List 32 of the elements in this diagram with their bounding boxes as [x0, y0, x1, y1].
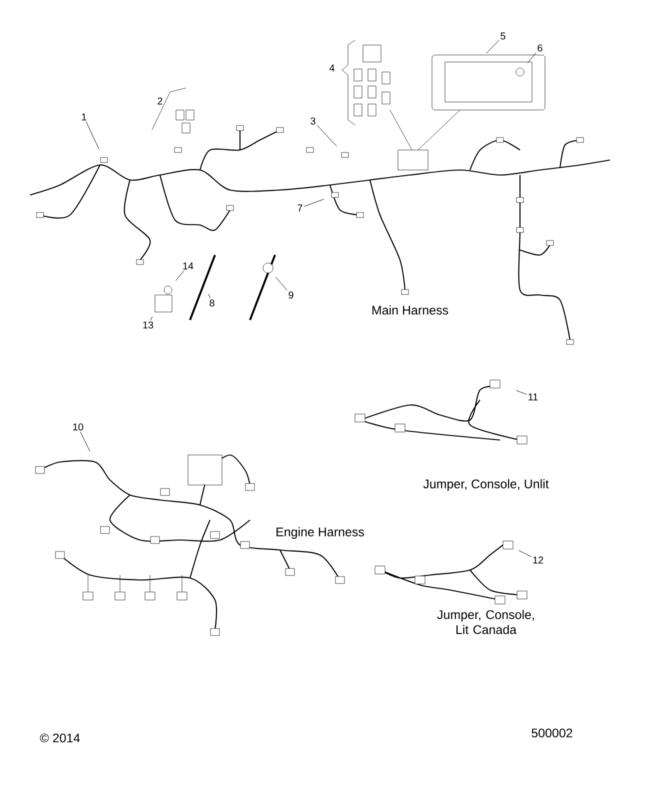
callout-number: 3 [309, 116, 317, 126]
copyright-note: © 2014 [40, 734, 80, 742]
figure-number: 500002 [532, 728, 572, 738]
part-label: Main Harness [372, 305, 448, 315]
leader-line [527, 52, 536, 64]
callout-number: 2 [158, 98, 162, 104]
leader-line [150, 316, 153, 320]
leader-line [175, 270, 184, 282]
part-label: Jumper, Console, Unlit [423, 479, 549, 491]
callout-number: 9 [287, 290, 295, 300]
part-label: Jumper, Console, Lit Canada [437, 610, 534, 634]
leader-line [86, 121, 100, 150]
callout-number: 13 [141, 320, 155, 330]
leader-line [276, 276, 288, 291]
callout-number: 5 [499, 32, 507, 40]
callout-number: 10 [71, 422, 85, 432]
leader-line [516, 390, 527, 395]
leader-line [80, 431, 90, 452]
leader-line [316, 124, 338, 147]
callout-number: 11 [526, 392, 540, 402]
callout-number: 8 [208, 298, 216, 308]
callout-number: 4 [329, 64, 334, 72]
leader-line [486, 40, 500, 54]
callout-number: 14 [181, 262, 195, 270]
callout-number: 6 [536, 43, 544, 53]
leader-line [208, 294, 210, 298]
callout-number: 1 [80, 112, 88, 122]
leader-line [304, 198, 324, 207]
leader-line [518, 550, 532, 557]
callout-number: 7 [296, 204, 304, 212]
part-label: Engine Harness [276, 527, 364, 539]
callout-number: 12 [531, 556, 545, 564]
